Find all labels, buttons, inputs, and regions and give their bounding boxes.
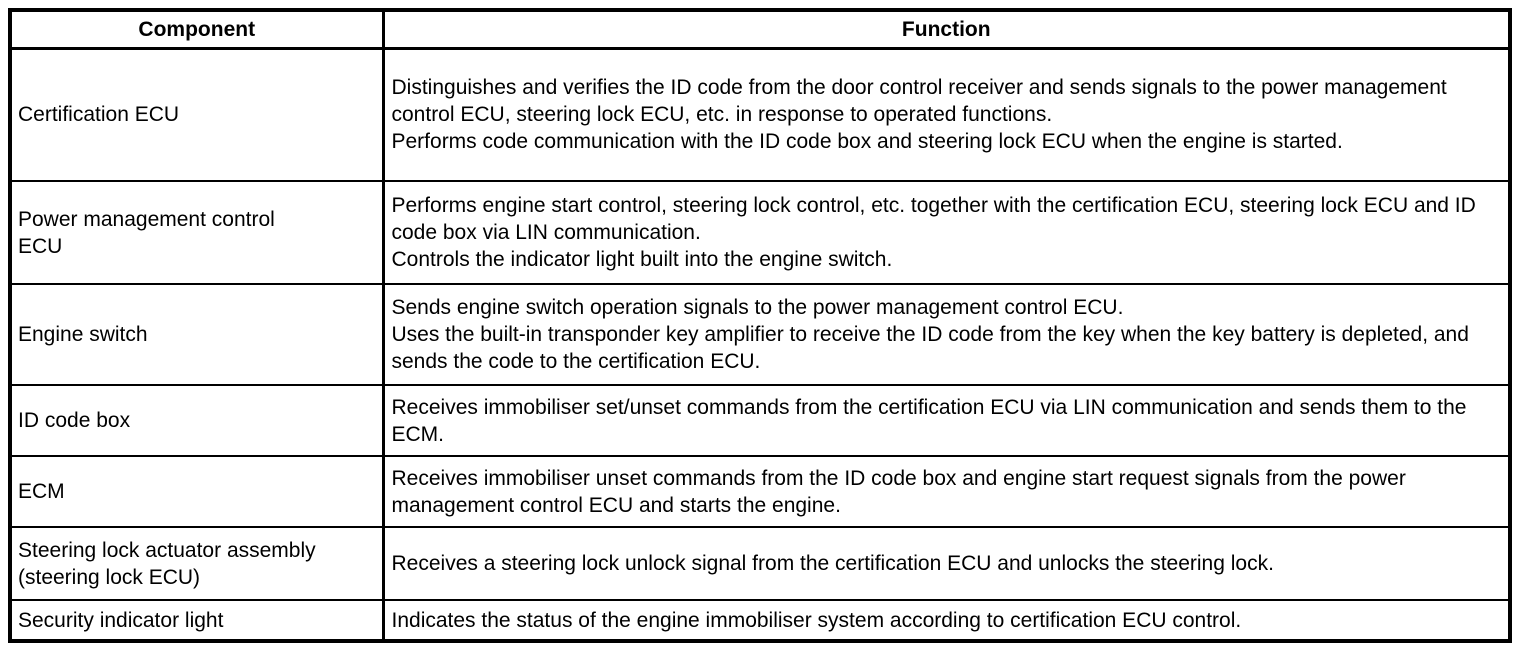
function-cell: Distinguishes and verifies the ID code f… <box>382 47 1511 182</box>
component-cell: Power management control ECU <box>9 180 385 285</box>
function-line: Performs engine start control, steering … <box>391 194 1476 244</box>
function-cell: Receives immobiliser set/unset commands … <box>382 384 1511 457</box>
component-cell: Certification ECU <box>9 47 385 182</box>
component-cell: Engine switch <box>9 283 385 386</box>
table-row: Certification ECU Distinguishes and veri… <box>9 47 1511 182</box>
function-cell: Performs engine start control, steering … <box>382 180 1511 285</box>
function-line: Indicates the status of the engine immob… <box>391 608 1242 632</box>
component-cell: Security indicator light <box>9 599 385 642</box>
function-line: Receives immobiliser unset commands from… <box>391 466 1406 517</box>
function-line: Uses the built-in transponder key amplif… <box>391 323 1469 373</box>
function-cell: Indicates the status of the engine immob… <box>382 599 1511 642</box>
function-cell: Receives immobiliser unset commands from… <box>382 455 1511 528</box>
function-cell: Receives a steering lock unlock signal f… <box>382 526 1511 601</box>
function-line: Distinguishes and verifies the ID code f… <box>391 76 1447 127</box>
component-cell: ECM <box>9 455 385 528</box>
function-line: Receives a steering lock unlock signal f… <box>391 552 1274 575</box>
function-cell: Sends engine switch operation signals to… <box>382 283 1511 386</box>
table-row: ECM Receives immobiliser unset commands … <box>9 455 1511 528</box>
table-row: Power management control ECU Performs en… <box>9 180 1511 285</box>
component-column-header: Component <box>9 9 385 50</box>
component-function-table: Component Function Certification ECU Dis… <box>8 8 1512 643</box>
header-row: Component Function <box>9 9 1511 50</box>
function-line: Sends engine switch operation signals to… <box>391 296 1124 319</box>
table-body: Certification ECU Distinguishes and veri… <box>9 47 1511 642</box>
table-row: ID code box Receives immobiliser set/uns… <box>9 384 1511 457</box>
function-line: Performs code communication with the ID … <box>391 130 1343 154</box>
table-row: Steering lock actuator assembly (steerin… <box>9 526 1511 601</box>
table-row: Security indicator light Indicates the s… <box>9 599 1511 642</box>
component-cell: ID code box <box>9 384 385 457</box>
function-column-header: Function <box>382 9 1511 50</box>
function-line: Receives immobiliser set/unset commands … <box>391 395 1467 446</box>
function-line: Controls the indicator light built into … <box>391 248 893 271</box>
table-row: Engine switch Sends engine switch operat… <box>9 283 1511 386</box>
component-cell: Steering lock actuator assembly (steerin… <box>9 526 385 601</box>
